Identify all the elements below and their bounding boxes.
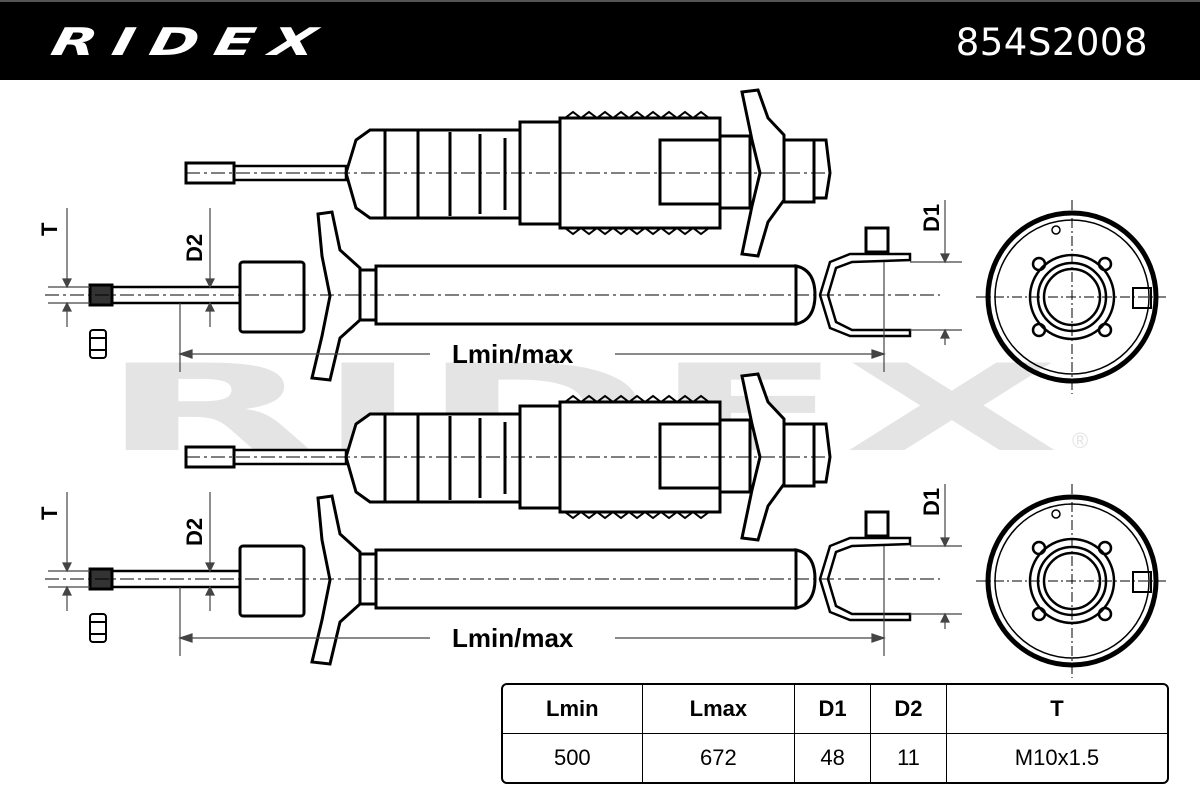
spec-table-value-row: 500 672 48 11 M10x1.5 (503, 734, 1167, 782)
header-bar: RIDEX ® 854S2008 (0, 0, 1200, 80)
length-label: Lmin/max (452, 339, 574, 369)
value-d2: 11 (871, 734, 947, 782)
shock-absorber-assembly: T D2 D1 Lmin/max (37, 88, 1168, 394)
nut-icon (89, 329, 107, 359)
header-lmin: Lmin (503, 685, 643, 734)
technical-drawing: RIDEX ® (0, 88, 1200, 680)
part-number: 854S2008 (955, 21, 1148, 64)
registered-mark: ® (296, 46, 304, 57)
brand-logo: RIDEX (47, 20, 337, 64)
header-d2: D2 (871, 685, 947, 734)
dimension-labels: T D2 D1 Lmin/max (37, 204, 944, 369)
watermark-registered-mark: ® (1072, 428, 1088, 453)
spec-table: Lmin Lmax D1 D2 T 500 672 48 11 M10x1.5 (501, 683, 1169, 784)
dimension-lines (48, 200, 962, 372)
value-lmin: 500 (503, 734, 643, 782)
spec-table-header-row: Lmin Lmax D1 D2 T (503, 685, 1167, 734)
value-d1: 48 (795, 734, 872, 782)
header-t: T (946, 685, 1167, 734)
value-t: M10x1.5 (1014, 745, 1100, 770)
mount-end-view (976, 200, 1168, 394)
thread-label: T (37, 222, 62, 236)
header-d1: D1 (795, 685, 872, 734)
value-lmax: 672 (643, 734, 796, 782)
eye-diameter-label: D1 (919, 204, 944, 232)
boot-and-mount (184, 88, 832, 258)
header-lmax: Lmax (642, 685, 796, 734)
rod-diameter-label: D2 (182, 234, 207, 262)
